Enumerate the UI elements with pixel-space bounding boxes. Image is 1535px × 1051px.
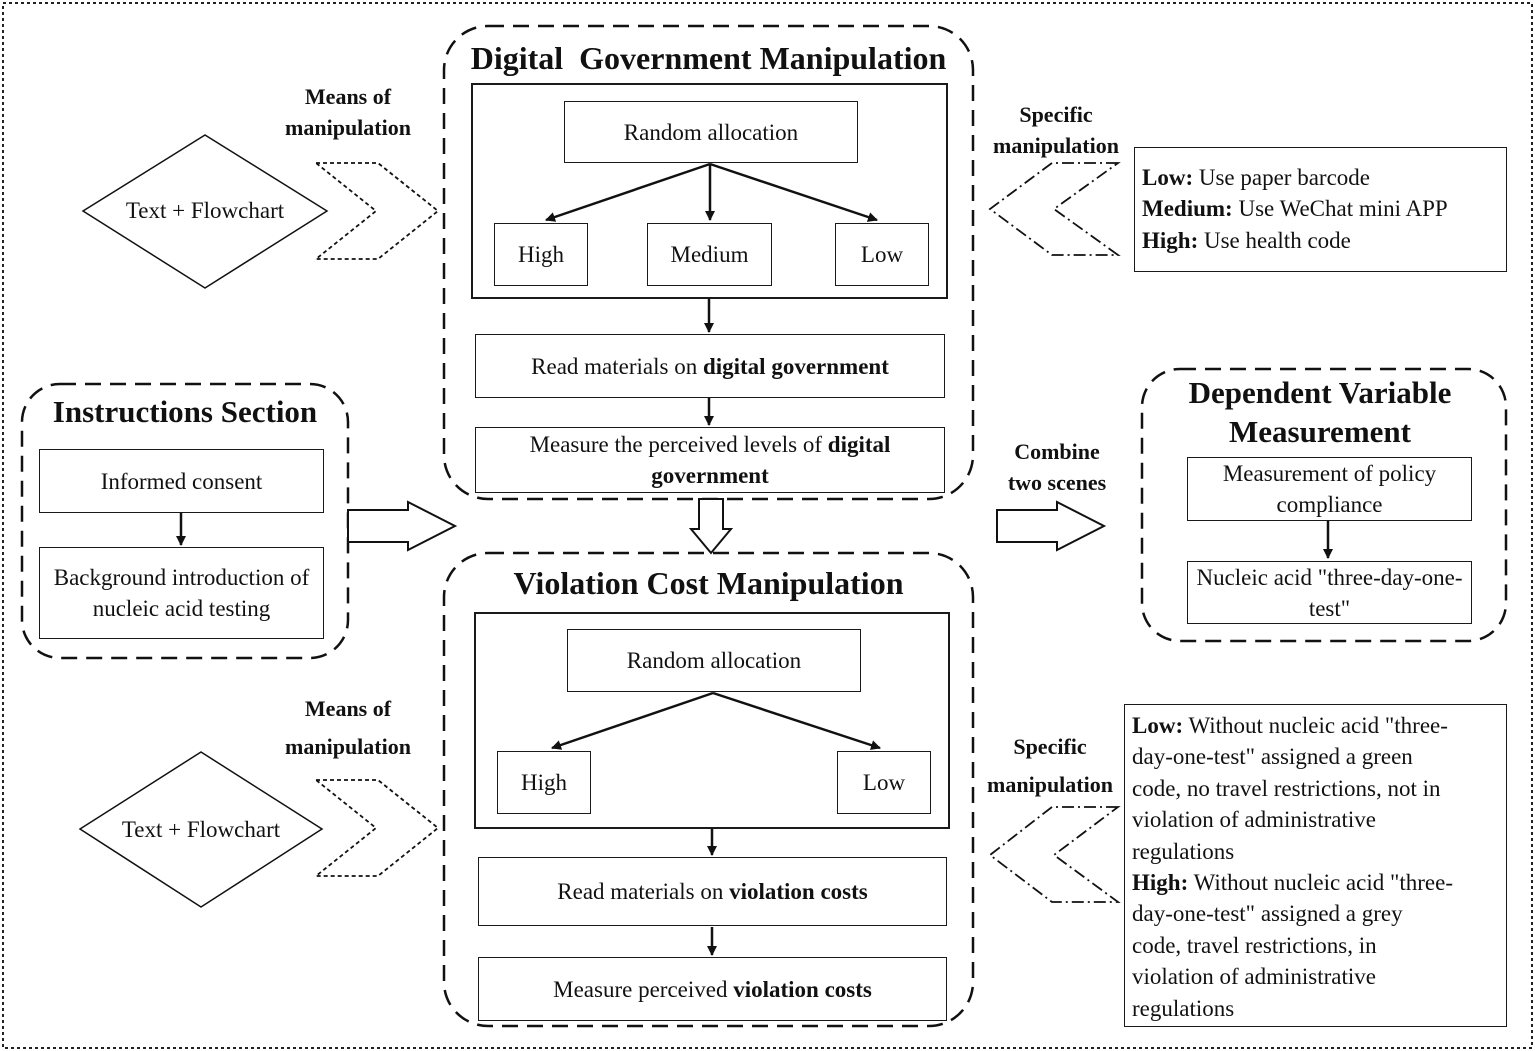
dashdot-chevron-top (988, 162, 1121, 256)
vc-measure-box: Measure perceived violation costs (478, 957, 947, 1021)
vc-measure-text: Measure perceived violation costs (553, 976, 872, 1002)
arrow-random-to-high-vc (551, 691, 714, 750)
instructions-background-box: Background introduction of nucleic acid … (39, 547, 324, 639)
diamond-shape-bottom (78, 751, 324, 908)
dg-measure-line-1: Measure the perceived levels of digital (529, 432, 891, 457)
dotted-chevron-top (313, 162, 440, 260)
block-arrow-down-between-scenes (688, 498, 734, 555)
instructions-consent-label: Informed consent (100, 468, 263, 494)
dotted-chevron-bottom (313, 779, 440, 877)
vc-level-high-label: High (521, 770, 567, 795)
vc-specific-manipulation-box: Low: Without nucleic acid "three- day-on… (1124, 704, 1507, 1027)
vc-specific-high-line-4: violation of administrative (1132, 964, 1377, 990)
dg-level-low-label: Low (860, 242, 904, 267)
vc-read-materials-box: Read materials on violation costs (478, 857, 947, 926)
vc-random-allocation-box: Random allocation (567, 629, 861, 692)
violation-cost-title: Violation Cost Manipulation (513, 565, 904, 601)
dependent-test-label: Nucleic acid "three-day-one-test" (1196, 564, 1463, 621)
dg-random-allocation-box: Random allocation (564, 101, 858, 163)
vc-level-high-box: High (497, 751, 591, 814)
vc-means-value: Text + Flowchart (121, 817, 281, 842)
dg-level-medium-box: Medium (647, 223, 772, 286)
vc-specific-low-line-4: violation of administrative (1132, 807, 1377, 833)
dg-level-high-label: High (518, 242, 564, 267)
instructions-consent-box: Informed consent (39, 449, 324, 513)
combine-label: Combine two scenes (1007, 439, 1107, 495)
vc-specific-high-line-1: High: Without nucleic acid "three- (1132, 870, 1454, 896)
dependent-compliance-box: Measurement of policy compliance (1187, 457, 1472, 521)
digital-government-allocation-frame (471, 83, 948, 299)
dependent-variable-title: Dependent Variable Measurement (1188, 375, 1452, 449)
vc-specific-high-line-3: code, travel restrictions, in (1132, 932, 1377, 958)
dg-measure-line-2: government (651, 463, 769, 488)
dg-level-medium-label: Medium (670, 242, 749, 267)
dg-measure-box: Measure the perceived levels of digital … (475, 427, 945, 493)
vc-random-allocation-label: Random allocation (626, 648, 802, 673)
vc-specific-low-line-3: code, no travel restrictions, not in (1132, 775, 1441, 801)
vc-specific-low-line-5: regulations (1132, 838, 1235, 864)
dg-specific-manipulation-box: Low: Use paper barcode Medium: Use WeCha… (1134, 147, 1507, 272)
vc-level-low-label: Low (862, 770, 906, 795)
violation-cost-container (442, 551, 975, 1028)
arrow-random-to-low-dg (709, 162, 878, 222)
dashdot-chevron-bottom (988, 806, 1121, 903)
instructions-background-label: Background introduction of nucleic acid … (53, 565, 310, 621)
vc-specific-low-line-1: Low: Without nucleic acid "three- (1132, 713, 1448, 738)
dg-level-high-box: High (494, 223, 588, 286)
dg-specific-label: Specific manipulation (993, 102, 1119, 158)
dg-specific-low: Low: Use paper barcode (1142, 165, 1371, 190)
arrow-random-to-low-vc (712, 691, 881, 750)
dg-read-materials-text: Read materials on digital government (531, 353, 889, 379)
dg-specific-high: High: Use health code (1142, 227, 1351, 253)
digital-government-title: Digital Government Manipulation (470, 40, 947, 76)
instructions-title: Instructions Section (52, 394, 318, 429)
vc-means-label: Means of manipulation (285, 696, 411, 759)
vc-specific-low-line-2: day-one-test" assigned a green (1132, 744, 1413, 770)
dependent-compliance-label: Measurement of policy compliance (1222, 461, 1437, 517)
dg-specific-medium: Medium: Use WeChat mini APP (1142, 196, 1448, 222)
dg-read-materials-box: Read materials on digital government (475, 334, 945, 398)
dg-random-allocation-label: Random allocation (623, 119, 799, 145)
vc-specific-high-line-2: day-one-test" assigned a grey (1132, 901, 1403, 927)
violation-cost-allocation-frame (474, 612, 950, 829)
block-arrow-combine-to-dependent (996, 500, 1107, 552)
vc-read-materials-text: Read materials on violation costs (557, 879, 868, 904)
vc-specific-high-line-5: regulations (1132, 995, 1235, 1021)
dependent-test-box: Nucleic acid "three-day-one-test" (1187, 561, 1472, 624)
vc-level-low-box: Low (837, 751, 931, 814)
dg-means-value: Text + Flowchart (125, 198, 285, 223)
dg-level-low-box: Low (835, 223, 929, 286)
dg-means-label: Means of manipulation (285, 84, 411, 140)
diamond-shape-top (81, 134, 329, 289)
arrow-random-to-high-dg (545, 162, 711, 222)
block-arrow-instructions-to-manipulation (347, 500, 458, 552)
vc-specific-label: Specific manipulation (987, 734, 1113, 797)
